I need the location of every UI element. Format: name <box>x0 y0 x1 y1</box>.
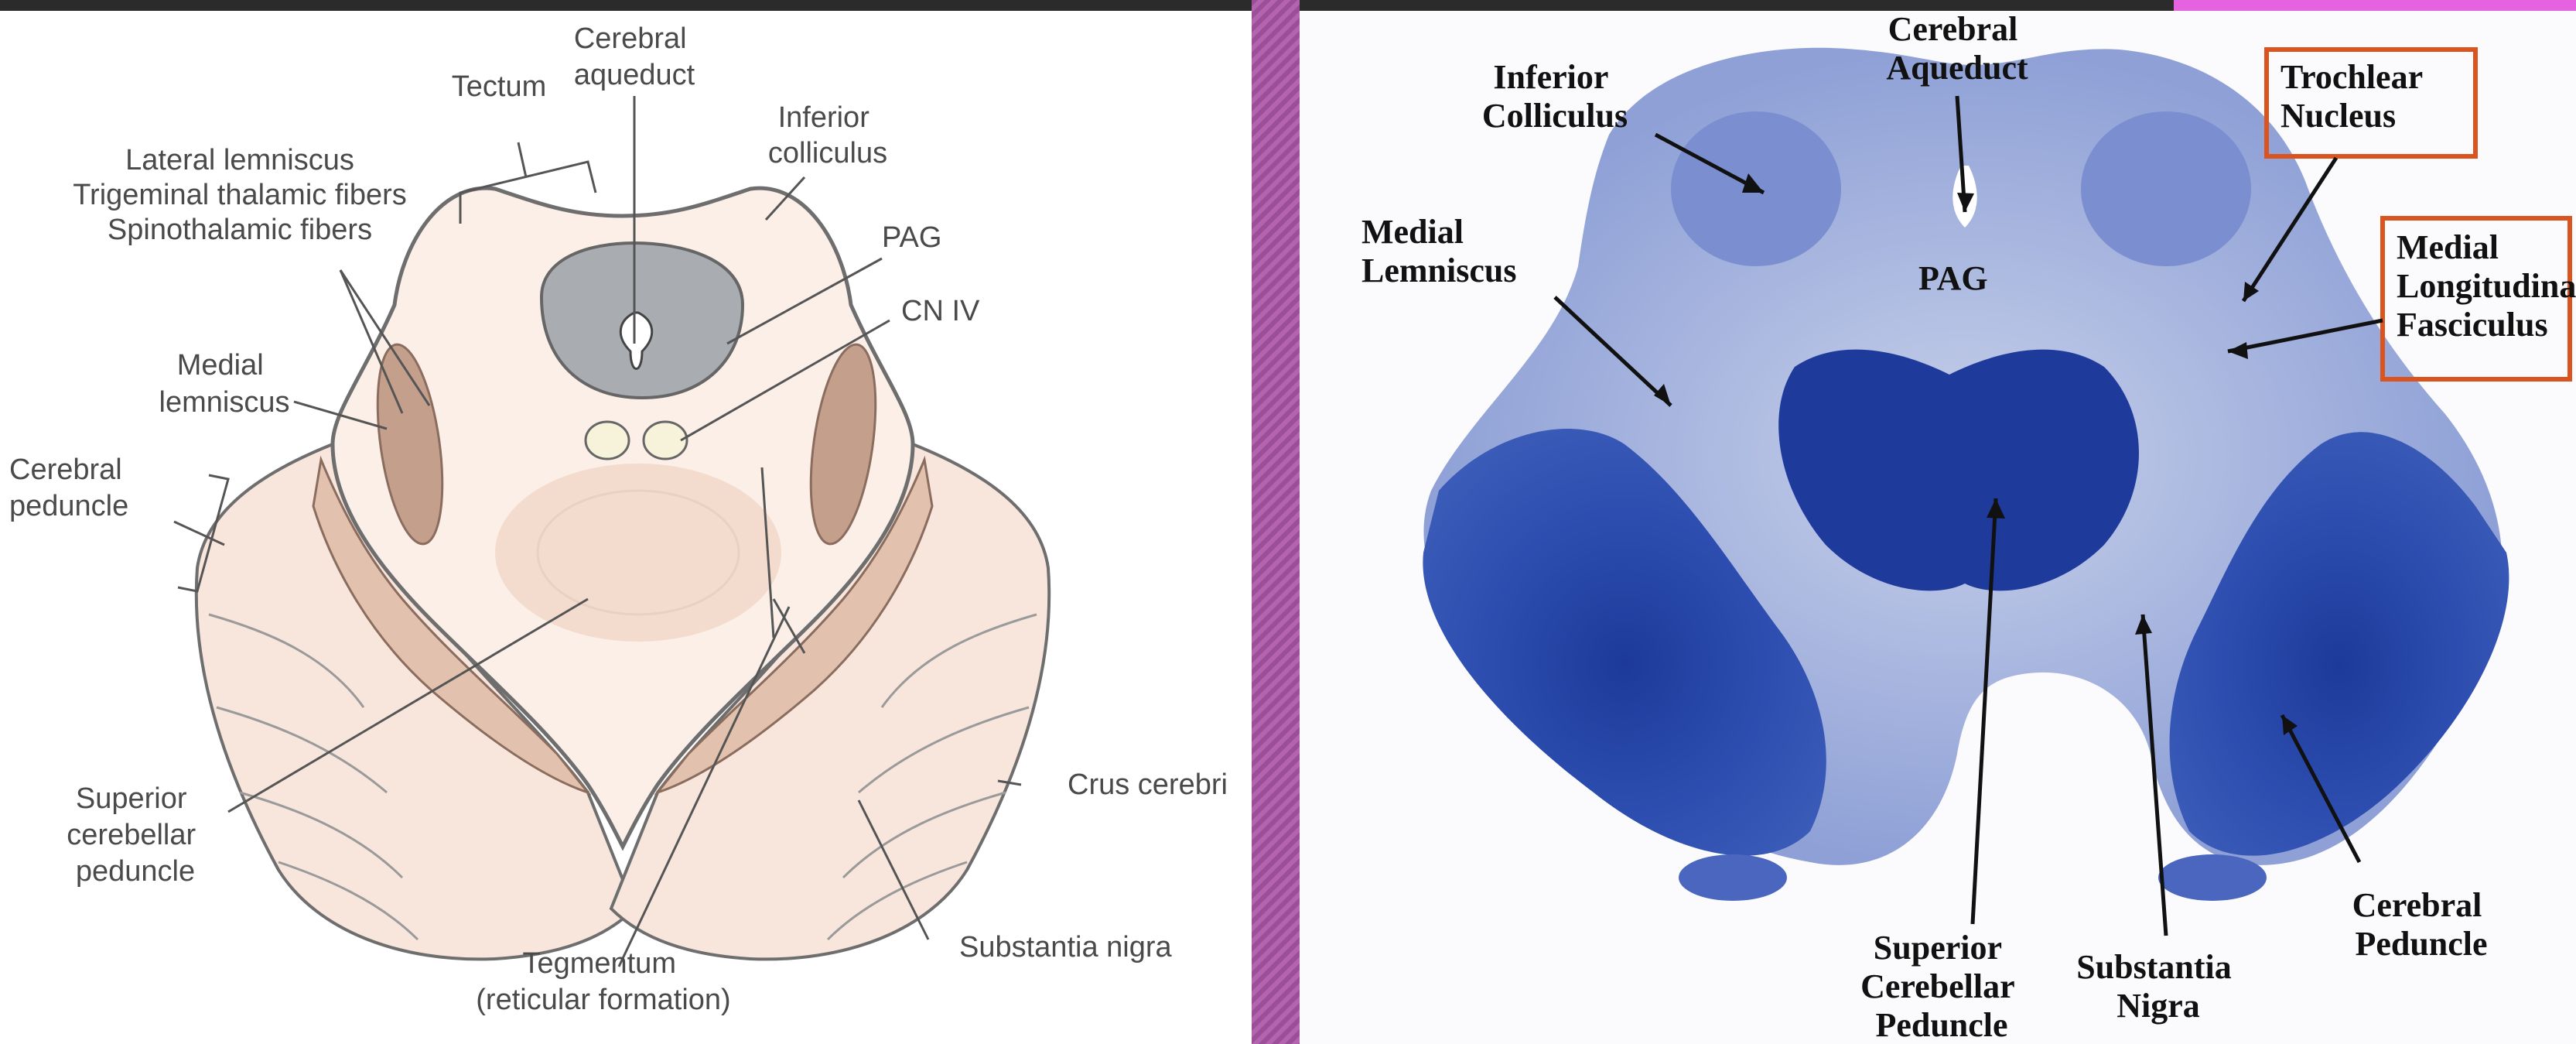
label-cerebral-aqueduct: Cerebral aqueduct <box>574 22 695 91</box>
label-cerebral-peduncle: Cerebral peduncle <box>9 454 130 522</box>
label-cn-iv: CN IV <box>901 295 980 327</box>
label-arrows <box>1553 95 2383 936</box>
label-pag: PAG <box>882 221 941 254</box>
label-spinothalamic-fibers: Spinothalamic fibers <box>108 214 372 246</box>
slide-divider <box>1252 0 1300 1044</box>
peduncle-striations <box>208 613 1037 941</box>
label-medial-lemniscus: Medial lemniscus <box>159 349 290 419</box>
substantia-nigra-right <box>654 455 934 796</box>
inferior-colliculus-right <box>2081 111 2251 266</box>
diagram-canvas: Cerebral aqueduct Tectum Inferior collic… <box>9 22 1228 1016</box>
label-trochlear-nucleus: Trochlear Nucleus <box>2280 58 2431 135</box>
label-substantia-nigra: Substantia Nigra <box>2076 948 2240 1025</box>
arrow-heads <box>1654 173 2298 735</box>
cn-iv-nucleus-right <box>642 420 688 460</box>
label-lateral-lemniscus: Lateral lemniscus <box>125 144 354 176</box>
stained-peduncle-left <box>1423 429 1826 856</box>
stained-peduncle-right <box>2169 432 2509 856</box>
label-medial-lemniscus: Medial Lemniscus <box>1361 213 1516 289</box>
trochlear-highlight-box <box>2264 47 2478 159</box>
midbrain-diagram: Cerebral aqueduct Tectum Inferior collic… <box>0 11 1252 1044</box>
label-cerebral-peduncle: Cerebral Peduncle <box>2352 886 2491 963</box>
tectum-bracket <box>459 160 597 224</box>
label-mlf: Medial Longitudinal Fasciculus <box>2397 228 2576 344</box>
label-trigeminal-fibers: Trigeminal thalamic fibers <box>73 179 407 211</box>
label-tegmentum: Tegmentum (reticular formation) <box>476 947 730 1016</box>
tissue-fragments <box>1679 854 2267 901</box>
tectum-tick <box>517 142 528 178</box>
label-inferior-colliculus: Inferior colliculus <box>768 101 887 169</box>
label-substantia-nigra: Substantia nigra <box>959 931 1172 964</box>
aqueduct <box>619 311 654 370</box>
mlf-highlight-box <box>2380 216 2572 382</box>
midbrain-histology: Cerebral Aqueduct Inferior Colliculus Tr… <box>1300 11 2576 1044</box>
leader-lines <box>173 96 1022 967</box>
label-superior-cerebellar-peduncle: Superior Cerebellar Peduncle <box>1860 929 2023 1044</box>
peduncle-bracket <box>177 474 230 593</box>
medial-lemniscus-right <box>809 343 877 546</box>
label-inferior-colliculus: Inferior Colliculus <box>1482 58 1628 135</box>
cn-iv-nucleus-left <box>584 420 630 460</box>
histology-canvas: Cerebral Aqueduct Inferior Colliculus Tr… <box>1300 11 2576 1044</box>
substantia-nigra-left <box>312 455 592 796</box>
reticular-ring <box>536 489 740 616</box>
label-tectum: Tectum <box>452 70 546 103</box>
label-crus-cerebri: Crus cerebri <box>1068 768 1228 801</box>
label-pag: PAG <box>1918 259 1988 297</box>
label-superior-cerebellar-peduncle: Superior cerebellar peduncle <box>67 782 203 888</box>
stained-tegmentum <box>1778 349 2139 591</box>
label-cerebral-aqueduct: Cerebral Aqueduct <box>1886 11 2028 87</box>
